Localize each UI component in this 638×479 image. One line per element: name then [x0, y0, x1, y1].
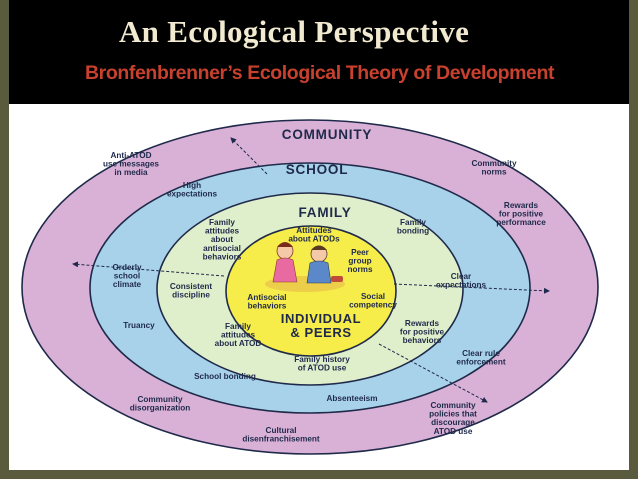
factor-label-line: Community [137, 395, 182, 404]
factor-label-line: policies that [429, 410, 477, 419]
factor-label-line: Rewards [405, 319, 440, 328]
factor-label-absenteeism: Absenteeism [327, 394, 378, 403]
factor-label-line: attitudes [221, 331, 256, 340]
family-ring-title: FAMILY [298, 205, 351, 220]
factor-label-line: disorganization [130, 404, 191, 413]
arrow-lower-right [378, 343, 488, 403]
factor-label-line: behaviors [248, 302, 287, 311]
factor-label-line: expectations [436, 281, 486, 290]
factor-label-line: of ATOD use [298, 364, 347, 373]
factor-label-line: Clear [451, 272, 472, 281]
factor-label-line: Family history [294, 355, 350, 364]
factor-label-line: Community [471, 159, 516, 168]
factor-label-line: Anti-ATOD [110, 151, 151, 160]
factor-label-line: Absenteeism [327, 394, 378, 403]
factor-label-line: ATOD use [434, 427, 473, 436]
factor-label-line: Antisocial [247, 293, 286, 302]
factor-label-line: attitudes [205, 227, 240, 236]
factor-label-line: climate [113, 280, 142, 289]
factor-label-line: bonding [397, 227, 429, 236]
factor-label-line: school [114, 272, 140, 281]
factor-label-line: Truancy [123, 321, 155, 330]
slide: An Ecological Perspective Bronfenbrenner… [9, 0, 629, 470]
factor-label-truancy: Truancy [123, 321, 155, 330]
factor-label-line: Rewards [504, 201, 539, 210]
factor-label-line: about [211, 235, 234, 244]
slide-header: An Ecological Perspective Bronfenbrenner… [9, 0, 629, 104]
factor-label-line: group [348, 257, 371, 266]
factor-label-line: discourage [431, 418, 475, 427]
factor-label-line: Family [209, 218, 235, 227]
factor-label-line: about ATODs [288, 235, 340, 244]
factor-label-line: Peer [351, 248, 370, 257]
factor-label-line: enforcement [456, 358, 505, 367]
factor-label-line: behaviors [403, 336, 442, 345]
factor-label-line: Community [430, 401, 475, 410]
arrow-right [393, 283, 550, 294]
arrow-left [72, 261, 225, 277]
factor-label-line: Consistent [170, 282, 213, 291]
community-ring-title: COMMUNITY [282, 127, 372, 142]
factor-label-line: Clear rule [462, 349, 500, 358]
factor-label-line: for positive [400, 328, 445, 337]
arrow-upper-left [230, 137, 268, 175]
factor-label-line: performance [496, 218, 546, 227]
factor-label-line: about ATOD [215, 339, 262, 348]
factor-label-line: antisocial [203, 244, 241, 253]
factor-label-school-bonding: School bonding [194, 372, 256, 381]
factor-label-line: expectations [167, 190, 217, 199]
individual-ring-title-line1: INDIVIDUAL [281, 311, 361, 326]
ecological-model-diagram: COMMUNITY SCHOOL FAMILY INDIVIDUAL & PEE… [21, 119, 599, 455]
factor-label-line: norms [347, 265, 372, 274]
factor-label-line: disenfranchisement [242, 435, 320, 444]
factor-label-line: Cultural [266, 426, 297, 435]
factor-label-line: use messages [103, 160, 159, 169]
slide-subtitle: Bronfenbrenner’s Ecological Theory of De… [85, 62, 555, 84]
factor-label-line: High [183, 181, 201, 190]
factor-label-line: for positive [499, 210, 544, 219]
factor-label-line: Family [225, 322, 251, 331]
factor-label-line: behaviors [203, 252, 242, 261]
factor-label-line: competency [349, 301, 397, 310]
slide-title: An Ecological Perspective [119, 14, 470, 49]
factor-label-line: in media [114, 168, 148, 177]
children-illustration [265, 242, 345, 292]
factor-label-line: School bonding [194, 372, 256, 381]
factor-label-line: Orderly [112, 263, 142, 272]
factor-label-line: Social [361, 292, 385, 301]
factor-label-line: norms [481, 168, 506, 177]
individual-ring-title-line2: & PEERS [290, 325, 351, 340]
factor-label-line: Attitudes [296, 226, 332, 235]
factor-label-line: Family [400, 218, 426, 227]
school-ring-title: SCHOOL [286, 162, 349, 177]
factor-label-line: discipline [172, 291, 210, 300]
